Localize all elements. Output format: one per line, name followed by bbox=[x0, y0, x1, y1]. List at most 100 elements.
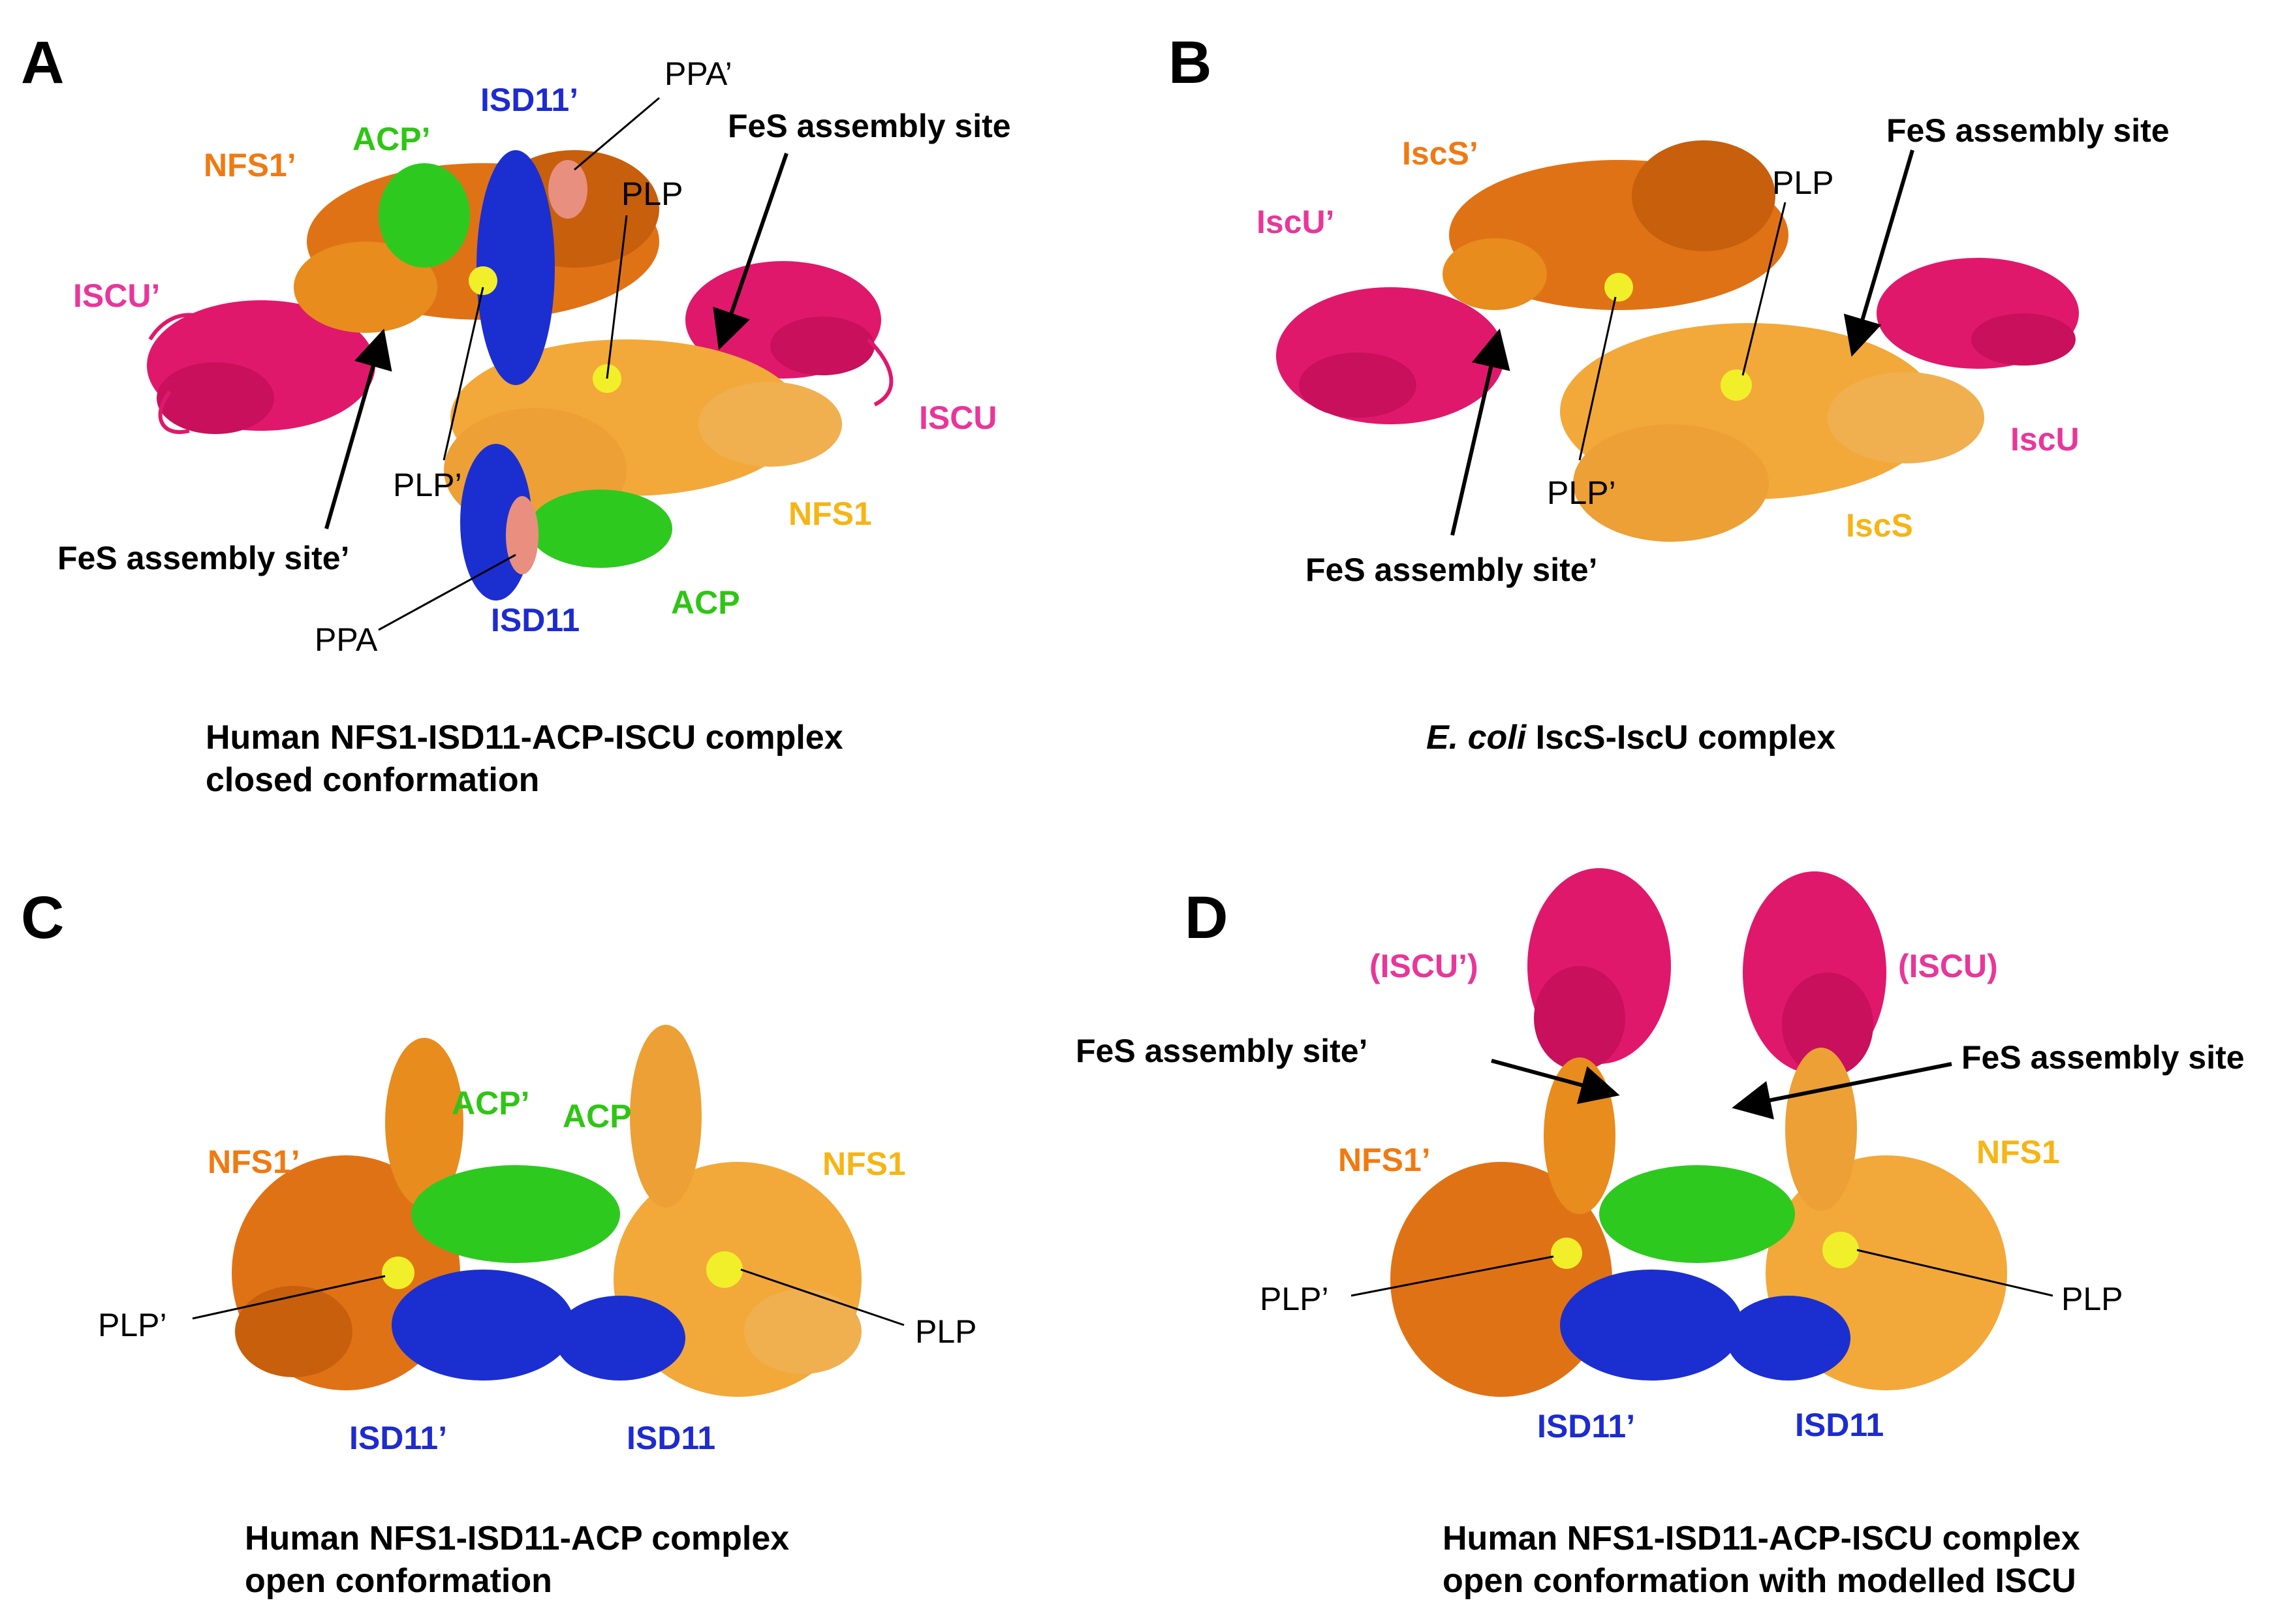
panel-c-label-nfs1: NFS1 bbox=[822, 1146, 906, 1182]
panel-b-label-plp: PLP bbox=[1772, 164, 1834, 201]
panel-b-caption-line1: E. coli IscS-IscU complex bbox=[1426, 717, 1835, 759]
panel-d-label-iscu-prime: (ISCU’) bbox=[1369, 948, 1478, 984]
panel-a-caption-line1: Human NFS1-ISD11-ACP-ISCU complex bbox=[206, 719, 843, 757]
panel-b-caption-species: E. coli bbox=[1426, 719, 1527, 757]
panel-b-fes-site-prime-arrow bbox=[1450, 328, 1510, 536]
panel-d-label-fes-site-prime: FeS assembly site’ bbox=[1076, 1033, 1368, 1069]
panel-a-label-ppa: PPA bbox=[315, 621, 378, 658]
panel-a-ppa-prime-spheres bbox=[548, 160, 587, 219]
panel-d-label-isd11: ISD11 bbox=[1795, 1407, 1884, 1443]
panel-a-nfs1-prime-domain bbox=[294, 150, 659, 333]
panel-b-iscs-prime-domain bbox=[1443, 140, 1788, 310]
panel-a-plp-prime-leader bbox=[443, 287, 484, 461]
panel-a-caption-line2: closed conformation bbox=[206, 761, 540, 799]
panel-d-label-fes-site: FeS assembly site bbox=[1961, 1039, 2245, 1076]
panel-b-iscu-domain bbox=[1877, 258, 2079, 369]
panel-d-plp-sphere bbox=[1822, 1232, 1859, 1268]
panel-c-label-isd11-prime: ISD11’ bbox=[349, 1420, 448, 1456]
panel-a-letter: A bbox=[21, 29, 65, 96]
panel-d-fes-site-arrow bbox=[1732, 1062, 1952, 1120]
panel-d-label-nfs1: NFS1 bbox=[1976, 1134, 2060, 1170]
panel-c-label-plp: PLP bbox=[915, 1313, 977, 1350]
panel-a-label-plp: PLP bbox=[621, 176, 683, 212]
panel-c-plp-prime-leader bbox=[192, 1275, 386, 1320]
panel-b-label-plp-prime: PLP’ bbox=[1547, 475, 1616, 511]
panel-a-label-nfs1: NFS1 bbox=[788, 495, 872, 532]
panel-d-fes-site-prime-arrow bbox=[1491, 1059, 1620, 1104]
panel-c-label-acp-prime: ACP’ bbox=[452, 1085, 530, 1121]
panel-c-label-plp-prime: PLP’ bbox=[98, 1307, 167, 1343]
panel-b-plp-prime-leader bbox=[1578, 296, 1617, 461]
panel-c-caption-line2: open conformation bbox=[245, 1562, 552, 1600]
panel-b-caption-rest: IscS-IscU complex bbox=[1526, 719, 1836, 757]
panel-d-plp-prime-sphere bbox=[1551, 1238, 1582, 1269]
panel-d-label-isd11-prime: ISD11’ bbox=[1537, 1408, 1636, 1444]
panel-a-label-fes-site-prime: FeS assembly site’ bbox=[57, 540, 350, 576]
panel-c-label-acp: ACP bbox=[563, 1098, 632, 1134]
panel-d-isd11-domains bbox=[1560, 1270, 1850, 1381]
panel-a-plp-prime-sphere bbox=[469, 266, 497, 295]
panel-d-iscu-prime-domain bbox=[1527, 868, 1671, 1070]
panel-c-letter: C bbox=[21, 884, 65, 951]
panel-b-structure bbox=[1276, 140, 2079, 542]
panel-a-iscu-prime-domain bbox=[147, 300, 375, 434]
panel-b-label-iscs-prime: IscS’ bbox=[1402, 135, 1478, 172]
panel-a-acp-domains bbox=[379, 163, 672, 568]
panel-b-label-fes-site: FeS assembly site bbox=[1886, 112, 2170, 149]
panel-c-label-nfs1-prime: NFS1’ bbox=[208, 1144, 300, 1180]
panel-b-label-fes-site-prime: FeS assembly site’ bbox=[1305, 552, 1598, 588]
panel-a-fes-site-arrow bbox=[713, 153, 788, 351]
panel-c-nfs1-prime-domain bbox=[232, 1038, 463, 1390]
panel-d-structure bbox=[1350, 868, 2053, 1397]
panel-a-label-nfs1-prime: NFS1’ bbox=[204, 147, 296, 183]
panel-b-label-iscu-prime: IscU’ bbox=[1256, 204, 1335, 240]
panel-a-caption: Human NFS1-ISD11-ACP-ISCU complex closed… bbox=[206, 717, 843, 802]
panel-b-plp-sphere bbox=[1721, 369, 1752, 401]
panel-c-structure bbox=[192, 1025, 905, 1397]
panel-d-label-plp-prime: PLP’ bbox=[1260, 1281, 1329, 1317]
panel-c-caption-line1: Human NFS1-ISD11-ACP complex bbox=[245, 1520, 790, 1557]
panel-a-fes-site-prime-arrow bbox=[324, 328, 392, 529]
panel-b-iscs-domain bbox=[1560, 323, 1984, 542]
panel-b-plp-leader bbox=[1741, 202, 1786, 376]
panel-b-iscu-prime-domain bbox=[1276, 287, 1505, 424]
panel-c-isd11-domains bbox=[392, 1270, 685, 1381]
panel-b-plp-prime-sphere bbox=[1604, 273, 1633, 302]
panel-b-caption: E. coli IscS-IscU complex bbox=[1426, 717, 1835, 759]
panel-d-acp-domains bbox=[1599, 1165, 1795, 1263]
panel-a-label-fes-site: FeS assembly site bbox=[728, 108, 1011, 144]
panel-a-structure bbox=[147, 97, 894, 631]
panel-d-caption-line1: Human NFS1-ISD11-ACP-ISCU complex bbox=[1443, 1520, 2080, 1557]
panel-a-label-acp-prime: ACP’ bbox=[352, 121, 431, 157]
panel-c-label-isd11: ISD11 bbox=[627, 1420, 716, 1456]
panel-d-caption-line2: open conformation with modelled ISCU bbox=[1443, 1562, 2076, 1600]
panel-a-label-acp: ACP bbox=[671, 584, 740, 621]
panel-d-label-nfs1-prime: NFS1’ bbox=[1338, 1142, 1431, 1178]
panel-a-label-isd11-prime: ISD11’ bbox=[480, 82, 579, 118]
panel-a-label-plp-prime: PLP’ bbox=[393, 467, 462, 503]
panel-c-caption: Human NFS1-ISD11-ACP complex open confor… bbox=[245, 1518, 789, 1602]
panel-c-plp-leader bbox=[740, 1268, 905, 1326]
panel-b-letter: B bbox=[1168, 29, 1212, 96]
panel-c-plp-sphere bbox=[706, 1251, 743, 1288]
panel-a-ppa-spheres bbox=[506, 496, 538, 574]
panel-a-label-isd11: ISD11 bbox=[491, 602, 580, 638]
panel-a-label-iscu: ISCU bbox=[919, 399, 997, 436]
panel-a-ppa-prime-leader bbox=[574, 97, 660, 171]
panel-d-label-plp: PLP bbox=[2061, 1281, 2123, 1317]
panel-a-ppa-leader bbox=[378, 554, 516, 631]
panel-b-label-iscs: IscS bbox=[1846, 507, 1913, 544]
panel-d-label-iscu: (ISCU) bbox=[1898, 948, 1998, 984]
panel-c-plp-prime-sphere bbox=[382, 1257, 414, 1289]
panel-a-label-iscu-prime: ISCU’ bbox=[73, 277, 161, 314]
panel-d-plp-leader bbox=[1856, 1249, 2053, 1297]
panel-d-iscu-domain bbox=[1743, 871, 1886, 1077]
panel-b-fes-site-arrow bbox=[1843, 149, 1914, 357]
panel-d-caption: Human NFS1-ISD11-ACP-ISCU complex open c… bbox=[1443, 1518, 2080, 1602]
panel-b-label-iscu: IscU bbox=[2010, 421, 2080, 458]
panel-c-acp-domains bbox=[411, 1165, 620, 1263]
panel-a-label-ppa-prime: PPA’ bbox=[664, 55, 732, 92]
panel-d-plp-prime-leader bbox=[1350, 1255, 1554, 1297]
